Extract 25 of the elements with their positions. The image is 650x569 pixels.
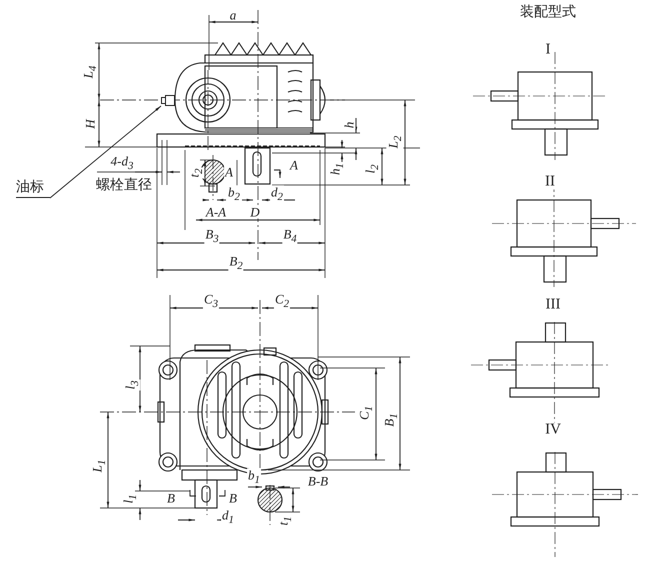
- dimension-label: B$_{3}$: [204, 227, 220, 245]
- callout-label: 油标: [16, 180, 50, 198]
- dimension-label: A: [224, 166, 234, 178]
- dimension-label: A: [289, 158, 299, 172]
- dimension-label: B$_{4}$: [282, 227, 298, 245]
- dimension-label: H: [84, 118, 96, 130]
- dimension-label: b$_{2}$: [227, 185, 241, 203]
- dimension-label: d$_{2}$: [270, 185, 284, 203]
- dimension-label: C$_{2}$: [274, 292, 290, 310]
- section-label: B: [166, 492, 176, 504]
- dimension-label: D: [249, 206, 261, 218]
- dimension-label: 4-d$_{3}$: [110, 154, 134, 172]
- dimension-label: d$_{1}$: [221, 508, 235, 526]
- dimension-label: h: [342, 120, 356, 130]
- leader-line: [50, 106, 162, 198]
- view-heading: 装配型式: [519, 5, 577, 19]
- oil-gauge-icon: [161, 95, 175, 106]
- view-numeral: II: [544, 174, 556, 190]
- dimension-label: B$_{2}$: [228, 254, 244, 272]
- dimension-label: 螺栓直径: [95, 178, 153, 192]
- dimension-label: b$_{1}$: [247, 468, 261, 486]
- section-label: B-B: [306, 474, 330, 488]
- section-label: A-A: [204, 206, 228, 218]
- dimension-label: C$_{3}$: [202, 292, 220, 310]
- section-label: B: [228, 492, 238, 504]
